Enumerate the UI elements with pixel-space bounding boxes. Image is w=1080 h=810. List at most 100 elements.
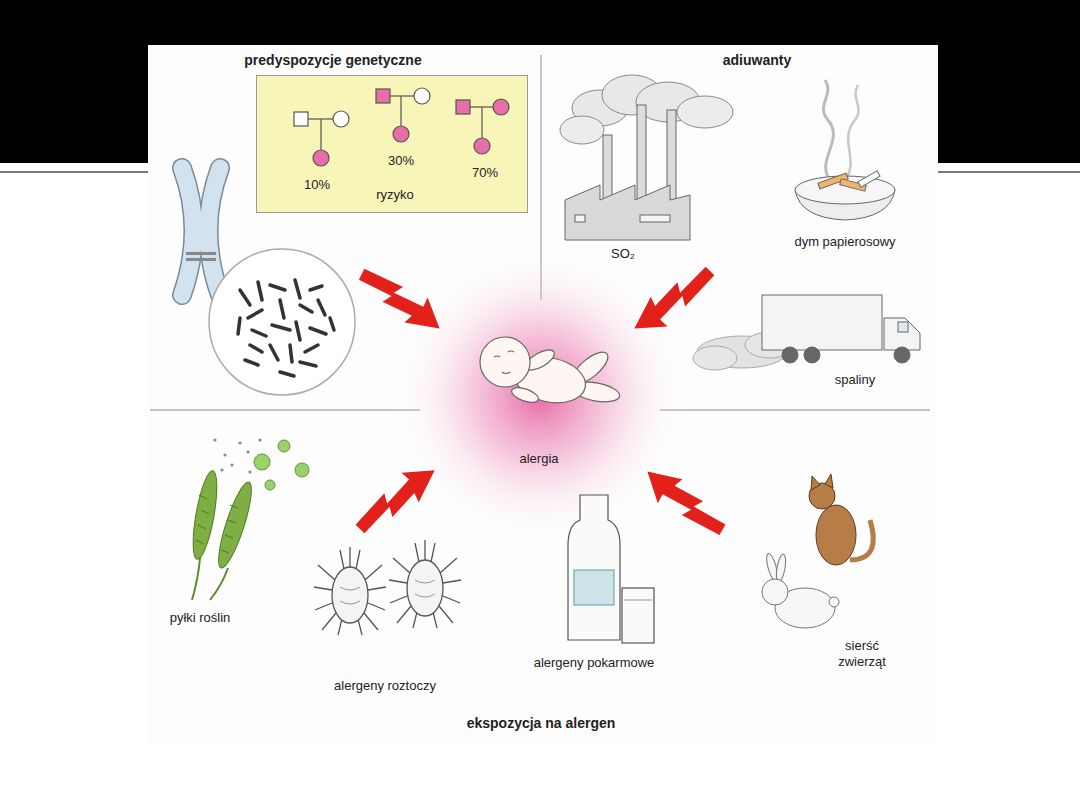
section-heading: predyspozycje genetyczne xyxy=(244,52,421,68)
allergen-label: sierść zwierząt xyxy=(829,638,895,670)
wheat-pollen xyxy=(213,479,258,570)
pollutant-label: dym papierosowy xyxy=(794,234,895,250)
truck xyxy=(894,347,910,363)
pedigree-chart xyxy=(390,95,414,96)
karyotype-circle xyxy=(310,328,326,334)
factory xyxy=(677,96,733,128)
rabbit-figure xyxy=(829,597,839,607)
factory xyxy=(560,116,604,144)
milk-bottle xyxy=(568,495,620,640)
risk-percent: 10% xyxy=(304,177,330,193)
ashtray xyxy=(795,176,895,204)
karyotype-circle xyxy=(296,322,300,340)
lightning-arrow xyxy=(347,456,444,541)
wheat-pollen xyxy=(223,453,226,456)
truck xyxy=(884,318,920,350)
wheat-pollen xyxy=(188,438,309,600)
slide-band xyxy=(0,171,148,173)
pedigree-chart xyxy=(376,89,390,103)
wheat-pollen xyxy=(278,440,290,452)
karyotype-circle xyxy=(290,345,292,362)
lightning-arrow xyxy=(347,257,732,546)
baby-figure xyxy=(510,385,540,406)
wheat-pollen xyxy=(258,438,261,441)
wheat-pollen xyxy=(196,495,238,553)
wheat-pollen xyxy=(246,450,249,453)
milk-bottle xyxy=(622,588,654,643)
picture-ground xyxy=(148,45,938,745)
center-label: alergia xyxy=(519,451,558,467)
ashtray xyxy=(823,80,833,180)
ashtray xyxy=(845,85,859,180)
quadrant-divider xyxy=(150,410,420,411)
karyotype-circle xyxy=(305,345,318,352)
karyotype-circle xyxy=(245,360,258,365)
pedigree-chart xyxy=(481,107,482,138)
quadrant-divider xyxy=(660,410,930,411)
wheat-pollen xyxy=(230,463,233,466)
pollutant-label: SO₂ xyxy=(611,246,635,262)
wheat-pollen xyxy=(210,568,228,600)
karyotype-circle xyxy=(310,286,322,290)
pollutant-label: spaliny xyxy=(835,372,875,388)
chromosome xyxy=(186,258,216,261)
pedigree-chart xyxy=(493,99,509,115)
lightning-arrow xyxy=(636,459,732,546)
rabbit-figure xyxy=(762,552,839,628)
wheat-pollen xyxy=(188,469,221,561)
karyotype-circle xyxy=(300,305,312,312)
karyotype-circle xyxy=(280,372,294,376)
factory xyxy=(575,215,585,222)
rabbit-figure xyxy=(775,554,788,583)
karyotype-circle xyxy=(209,249,355,395)
cat-figure xyxy=(825,474,833,488)
pedigree-chart xyxy=(333,111,349,127)
ashtray xyxy=(795,80,895,220)
wheat-pollen xyxy=(254,454,270,470)
truck xyxy=(782,347,798,363)
risk-caption: ryzyko xyxy=(376,187,414,203)
slide-band xyxy=(938,171,1080,173)
pedigree-chart xyxy=(294,112,308,126)
dust-mite xyxy=(314,540,461,635)
chromosome xyxy=(182,168,194,295)
karyotype-circle xyxy=(238,318,240,334)
wheat-pollen xyxy=(265,480,275,490)
section-heading: adiuwanty xyxy=(723,52,791,68)
allergen-label: pyłki roślin xyxy=(170,610,231,626)
milk-bottle xyxy=(624,599,652,600)
truck xyxy=(693,295,920,370)
karyotype-circle xyxy=(270,345,278,360)
pedigree-box: 10%30%ryzyko70% xyxy=(256,75,528,213)
dust-mite xyxy=(389,540,461,628)
pedigree-chart xyxy=(393,126,409,142)
pedigree-chart xyxy=(320,119,321,150)
karyotype-circle xyxy=(318,300,325,315)
factory xyxy=(560,75,733,240)
pedigree-chart xyxy=(400,96,401,126)
milk-bottle xyxy=(568,495,654,643)
wheat-pollen xyxy=(295,463,309,477)
allergen-label: alergeny roztoczy xyxy=(334,678,436,694)
section-heading: ekspozycja na alergen xyxy=(467,715,616,731)
lightning-arrow xyxy=(353,257,451,341)
karyotype-circle xyxy=(209,249,355,395)
truck xyxy=(898,322,908,332)
dust-mite xyxy=(314,547,386,635)
karyotype-circle xyxy=(330,318,334,330)
cat-figure xyxy=(809,474,873,565)
pedigree-chart xyxy=(456,100,470,114)
wheat-pollen xyxy=(238,441,241,444)
karyotype-circle xyxy=(270,285,285,290)
karyotype-circle xyxy=(252,330,266,336)
wheat-pollen xyxy=(220,468,223,471)
cat-figure xyxy=(816,505,856,565)
pedigree-chart xyxy=(414,88,430,104)
cat-figure xyxy=(811,476,820,490)
wheat-pollen xyxy=(248,470,251,473)
rabbit-figure xyxy=(762,579,788,605)
karyotype-circle xyxy=(272,325,290,330)
wheat-pollen xyxy=(213,438,216,441)
